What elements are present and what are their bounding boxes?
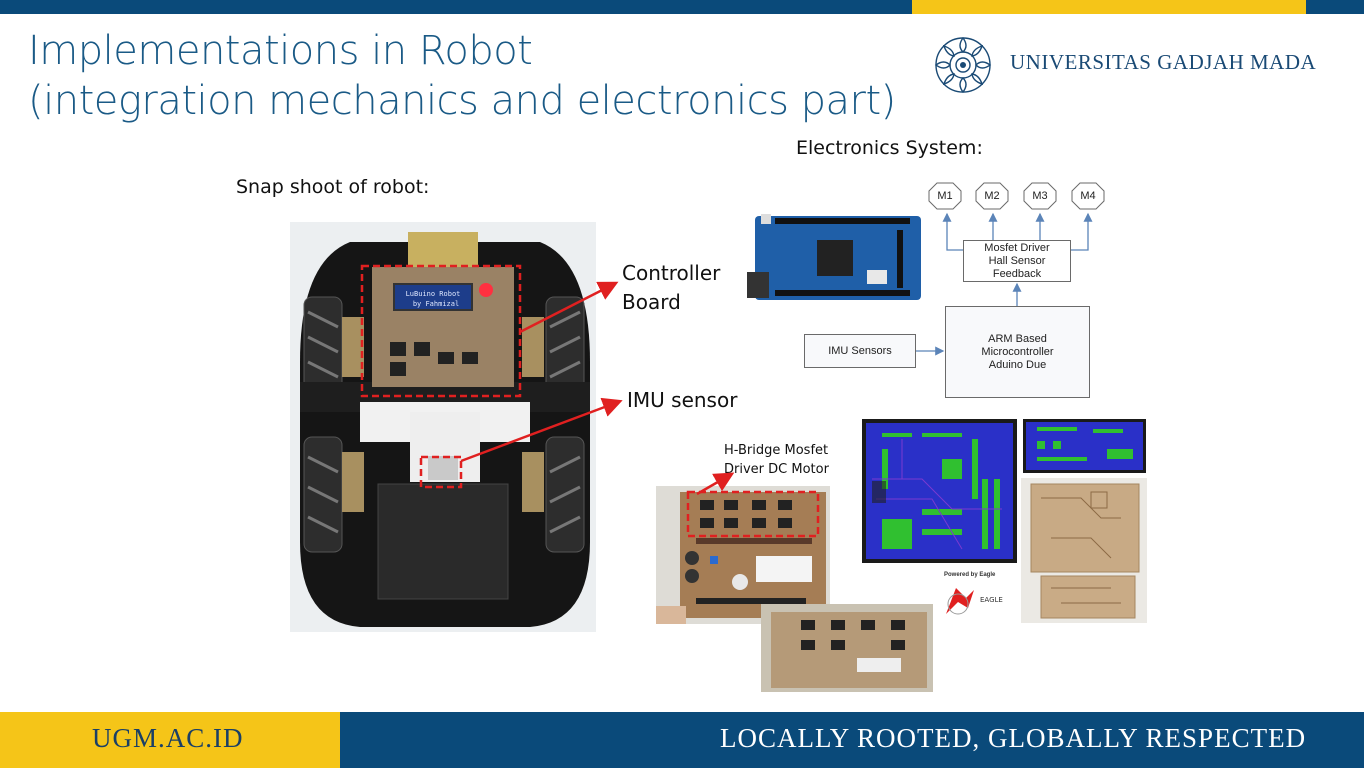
arduino-due-photo: [747, 210, 925, 306]
electronics-label: Electronics System:: [796, 137, 983, 159]
eagle-logo-icon: EAGLE: [946, 588, 1003, 615]
controller-board-label: Controller Board: [622, 259, 720, 317]
pcb-copper-photo: [1021, 478, 1147, 623]
snapshot-label: Snap shoot of robot:: [236, 176, 430, 198]
mosfet-driver-box: Mosfet Driver Hall Sensor Feedback: [963, 240, 1071, 282]
motor-node-m1: M1: [928, 182, 962, 210]
footer-tagline: LOCALLY ROOTED, GLOBALLY RESPECTED: [720, 723, 1307, 753]
ugm-emblem-icon: [934, 36, 992, 94]
controller-label-line2: Board: [622, 290, 681, 314]
lcd-line1: LuBuino Robot: [406, 290, 461, 298]
eagle-name: EAGLE: [980, 596, 1003, 604]
hbridge-pcb-photo-2: [761, 604, 933, 692]
footer-gold-band: [0, 712, 340, 768]
imu-sensor-label: IMU sensor: [627, 388, 738, 412]
arm-controller-box: ARM Based Microcontroller Aduino Due: [945, 306, 1090, 398]
eagle-caption: Powered by Eagle: [944, 572, 996, 578]
pcb-layout-main: [862, 419, 1017, 563]
controller-label-line1: Controller: [622, 261, 721, 285]
top-bar-gold: [912, 0, 1306, 14]
hbridge-label-line1: H-Bridge Mosfet: [724, 443, 829, 458]
motor-node-m2: M2: [975, 182, 1009, 210]
slide-title-line1: Implementations in Robot: [28, 28, 533, 74]
footer-blue-band: [340, 712, 1364, 768]
imu-sensors-box: IMU Sensors: [804, 334, 916, 368]
slide-title-line2: (integration mechanics and electronics p…: [28, 78, 896, 124]
top-bar-blue-right: [1306, 0, 1364, 14]
motor-node-m4: M4: [1071, 182, 1105, 210]
footer-website[interactable]: UGM.AC.ID: [92, 723, 244, 753]
top-bar-blue: [0, 0, 912, 14]
university-name: UNIVERSITAS GADJAH MADA: [1010, 50, 1317, 74]
hbridge-label-line2: Driver DC Motor: [724, 462, 829, 477]
robot-photo: LuBuino Robot by Fahmizal: [290, 222, 596, 632]
lcd-line2: by Fahmizal: [413, 300, 459, 308]
hbridge-label: H-Bridge Mosfet Driver DC Motor: [724, 441, 829, 479]
pcb-layout-small: [1023, 419, 1146, 473]
motor-node-m3: M3: [1023, 182, 1057, 210]
